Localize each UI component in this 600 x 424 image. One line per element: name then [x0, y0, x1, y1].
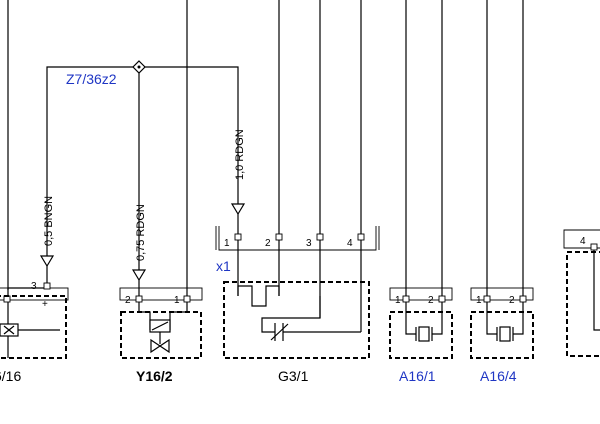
x1-pin-2: 2 — [265, 238, 271, 249]
connector-x1-terminals — [234, 233, 365, 241]
a16-4-crystal-icon — [499, 326, 511, 342]
right-housing — [566, 251, 600, 357]
a16-4-pin-1: 1 — [476, 295, 482, 306]
b16-plus: + — [42, 299, 48, 310]
arrow-rdgn-075 — [131, 269, 147, 282]
a16-1-crystal-icon — [418, 326, 430, 342]
wire-label-bngn: 0,5 BNGN — [43, 196, 55, 246]
g3-housing — [223, 281, 370, 359]
wire-bngn-route — [7, 283, 48, 296]
a16-4-housing — [470, 311, 534, 359]
y16-pin-2: 2 — [125, 295, 131, 306]
x1-pin-3: 3 — [306, 238, 312, 249]
a16-4-connector — [470, 287, 534, 301]
y16-pin-1: 1 — [174, 295, 180, 306]
b16-connector — [0, 287, 69, 301]
splice-dot — [137, 65, 141, 69]
y16-label: Y16/2 — [136, 368, 173, 384]
a16-4-label: A16/4 — [480, 368, 517, 384]
connector-x1-body — [218, 226, 377, 251]
right-pin-4: 4 — [580, 236, 586, 247]
a16-1-pin-2: 2 — [428, 295, 434, 306]
arrow-rdgn-10 — [230, 203, 246, 216]
b16-label: 6/16 — [0, 368, 21, 384]
y16-housing — [120, 311, 202, 359]
b16-housing — [0, 295, 67, 359]
a16-1-label: A16/1 — [399, 368, 436, 384]
valve-icon — [150, 338, 162, 354]
wire-label-rdgn-075: 0,75 RDGN — [135, 204, 147, 261]
splice-label: Z7/36z2 — [66, 71, 117, 87]
connector-x1-label: x1 — [216, 258, 231, 274]
b16-pin-3: 3 — [31, 281, 37, 292]
g3-heater — [237, 285, 280, 307]
a16-1-housing — [389, 311, 453, 359]
a16-1-pin-1: 1 — [395, 295, 401, 306]
x1-pin-1: 1 — [224, 238, 230, 249]
x1-pin-4: 4 — [347, 238, 353, 249]
g3-label: G3/1 — [278, 368, 309, 384]
arrow-bngn — [39, 255, 55, 268]
a16-1-connector — [389, 287, 453, 301]
right-connector — [563, 229, 600, 249]
a16-4-pin-2: 2 — [509, 295, 515, 306]
y16-connector — [119, 287, 203, 301]
wire-label-rdgn-10: 1,0 RDGN — [234, 129, 246, 180]
